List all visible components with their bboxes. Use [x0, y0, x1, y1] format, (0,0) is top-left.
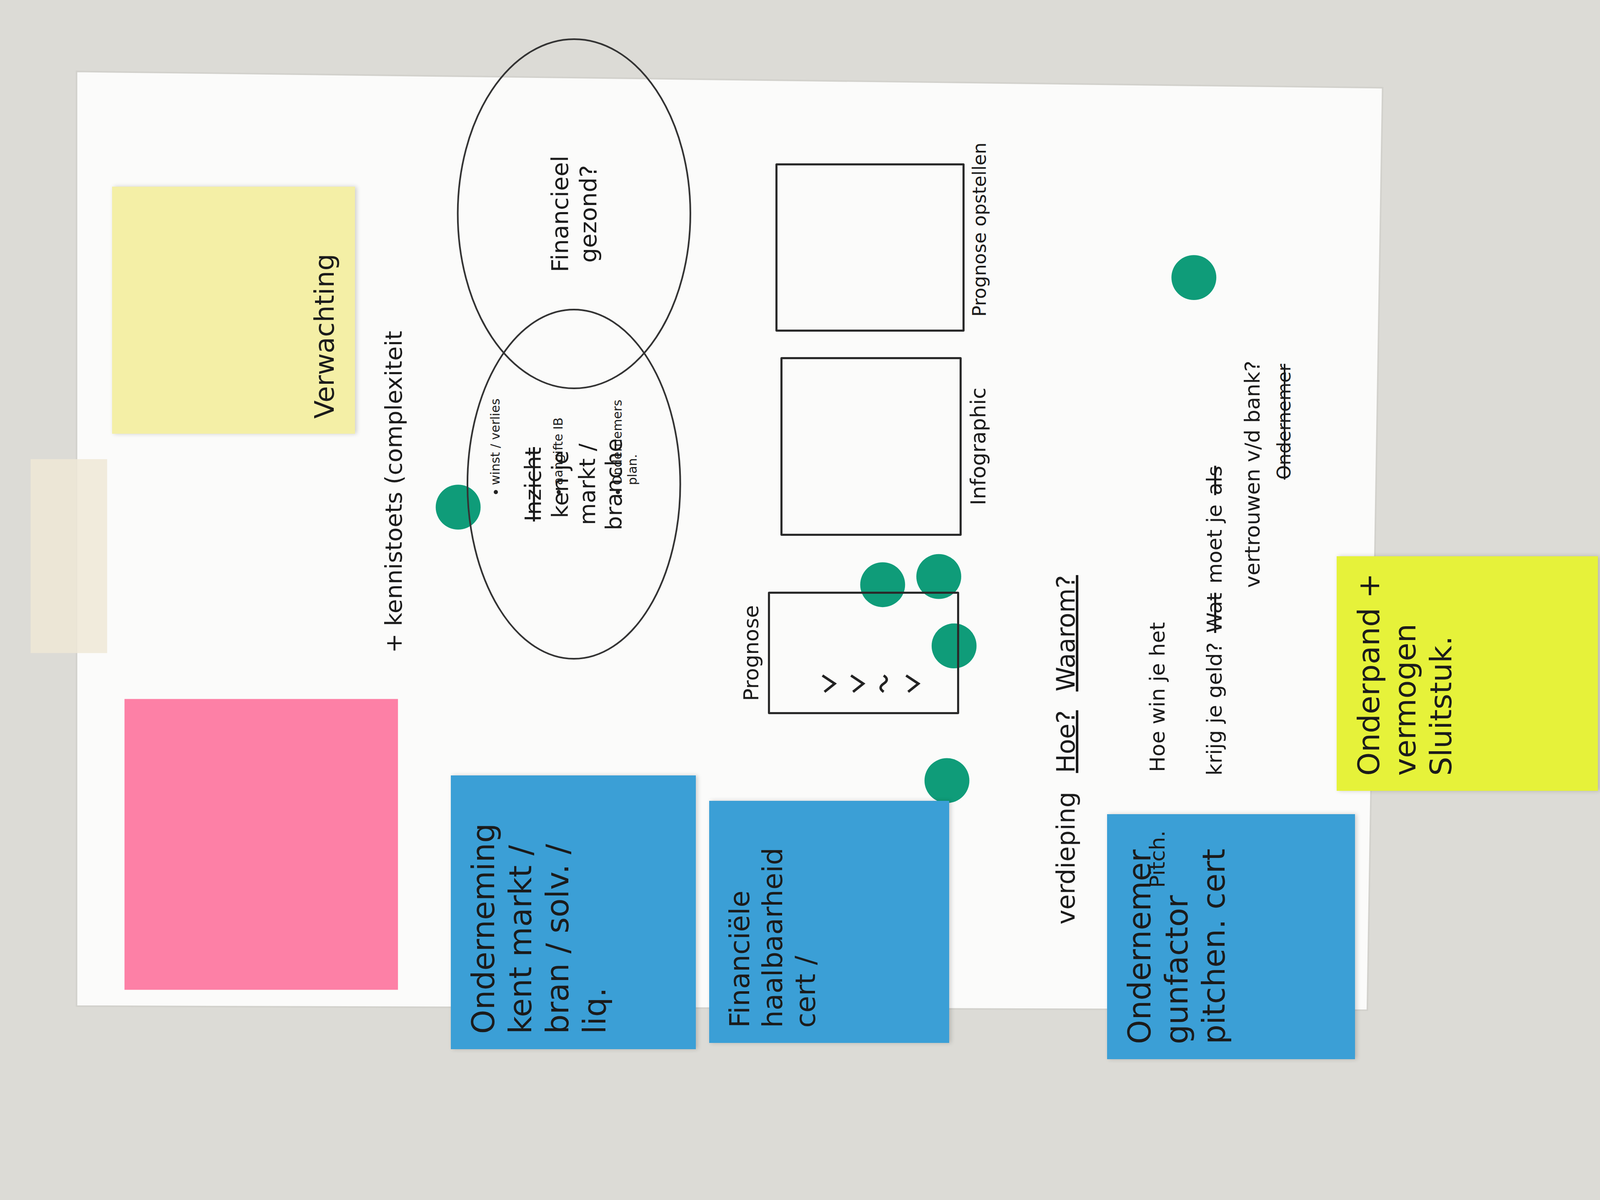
text-row: verdieping Hoe? Waarom?: [1050, 575, 1081, 925]
sticky-text: Ondernemer gunfactor pitchen. cert: [1121, 829, 1233, 1045]
bullet-dot: [614, 488, 622, 496]
bullet-dot: [492, 488, 500, 496]
text-row: Ondernemer: [1273, 363, 1296, 480]
sticky-text: Verwachting: [308, 253, 341, 419]
text-row: Pitch. Hoe win je het: [1145, 622, 1170, 888]
note-text: Ondernemers plan.: [610, 393, 640, 485]
box-heading: Prognose: [734, 591, 768, 715]
note-text: Ondernemer: [1273, 363, 1296, 480]
sticky-note: Financiële haalbaarheid cert /: [709, 800, 950, 1043]
note-text: moet je: [1202, 504, 1228, 584]
topic-circle: Financieel gezond?: [454, 33, 695, 394]
sticky-text: Onderneming kent markt / bran / solv. / …: [465, 790, 613, 1034]
note-text: aangifte IB: [550, 393, 566, 485]
sketch-box: Prognose opstellen: [775, 127, 995, 332]
circle-line: [457, 39, 690, 389]
note-text: Pitch.: [1145, 830, 1170, 888]
bullet-item: aangifte IB: [550, 393, 566, 496]
note-text: Hoe win je het: [1145, 622, 1170, 773]
circle-line: [467, 309, 681, 659]
sketch-box: Infographic: [780, 357, 995, 536]
note-text: vertrouwen v/d bank?: [1240, 360, 1265, 588]
sticky-text: Financiële haalbaarheid cert /: [723, 815, 823, 1028]
note-text: Hoe?: [1050, 710, 1081, 774]
sticky-note: Ondernemer gunfactor pitchen. cert: [1107, 814, 1355, 1060]
tape-strip: [30, 459, 108, 653]
sticky-note: Onderneming kent markt / bran / solv. / …: [450, 775, 696, 1049]
note-text: + kennistoets (complexiteit: [379, 330, 408, 654]
sticky-text: Sluitstuk.: [1422, 635, 1459, 776]
sticky-note: Onderpand + vermogenSluitstuk.: [1336, 556, 1598, 791]
bullet-dot: [555, 488, 563, 496]
note-text: + kennistoets (complexiteit: [379, 330, 408, 654]
sticky-note: Verwachting: [112, 186, 355, 434]
bullet-item: Ondernemers plan.: [610, 393, 640, 496]
sketch-frame: [767, 591, 960, 715]
note-text: Wat: [1202, 592, 1228, 633]
circle-outline: [454, 33, 695, 394]
box-heading: Prognose opstellen: [964, 127, 995, 332]
circle-text: Financieel gezond?: [545, 155, 602, 273]
sketch-box: Prognose: [734, 591, 960, 715]
bullet-dot-fill: [493, 490, 498, 495]
bullet-dot-fill: [615, 490, 620, 495]
box-heading: Infographic: [961, 357, 995, 536]
note-text: winst / verlies: [487, 393, 503, 485]
note-text: krijg je geld?: [1202, 642, 1228, 776]
sketch-frame: [780, 357, 962, 536]
pink-sticky-note: [124, 699, 398, 990]
sticky-text: Onderpand + vermogen: [1350, 571, 1423, 776]
note-text: als: [1202, 465, 1228, 496]
circle-text: Inzicht: [520, 447, 548, 522]
voting-dots: [435, 255, 1217, 803]
text-row: krijg je geld? Wat moet je als: [1202, 465, 1228, 776]
check-marks: [822, 675, 919, 692]
note-text: verdieping: [1050, 791, 1081, 925]
text-row: vertrouwen v/d bank?: [1240, 360, 1265, 588]
note-text: Waarom?: [1050, 575, 1081, 692]
bullet-item: winst / verlies: [487, 393, 503, 496]
sketch-frame: [775, 163, 965, 332]
bullet-dot-fill: [556, 490, 561, 495]
